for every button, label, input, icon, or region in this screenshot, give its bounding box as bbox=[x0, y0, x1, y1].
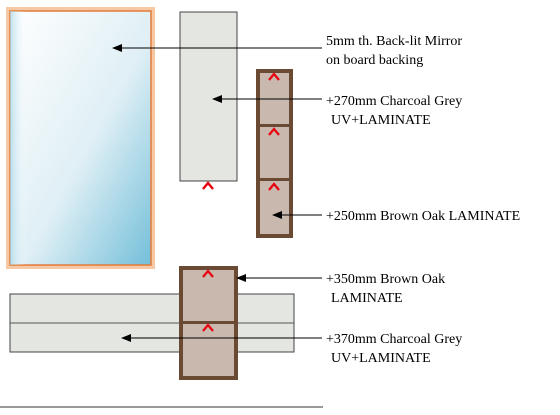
mirror-label-line1: 5mm th. Back-lit Mirror bbox=[326, 34, 462, 49]
charcoal-270-label-line2: UV+LAMINATE bbox=[331, 113, 431, 128]
unit-marker-icon bbox=[268, 72, 280, 81]
brown-oak-unit bbox=[183, 270, 234, 321]
brown-250-label: +250mm Brown Oak LAMINATE bbox=[326, 209, 520, 224]
charcoal-370-label-line1: +370mm Charcoal Grey bbox=[326, 332, 462, 347]
brown-oak-stack-350 bbox=[179, 266, 238, 380]
mirror-shade bbox=[10, 11, 151, 265]
leader-line-charcoal-270 bbox=[212, 95, 322, 103]
brown-oak-unit bbox=[183, 324, 234, 376]
brown-oak-unit bbox=[260, 127, 289, 178]
leader-line-brown-250 bbox=[272, 211, 322, 219]
charcoal-panel-270 bbox=[179, 11, 238, 182]
unit-marker-icon bbox=[268, 127, 280, 136]
mirror-label-line2: on board backing bbox=[326, 53, 423, 68]
brown-350-label-line1: +350mm Brown Oak bbox=[326, 272, 445, 287]
leader-line-charcoal-370 bbox=[121, 334, 322, 342]
cabinet-marker-icon bbox=[202, 181, 214, 190]
unit-marker-icon bbox=[202, 323, 214, 332]
charcoal-270-label-line1: +270mm Charcoal Grey bbox=[326, 94, 462, 109]
unit-marker-icon bbox=[268, 182, 280, 191]
backlit-mirror bbox=[6, 7, 155, 269]
charcoal-370-label-line2: UV+LAMINATE bbox=[331, 351, 431, 366]
brown-350-label-line2: LAMINATE bbox=[331, 291, 403, 306]
brown-oak-unit bbox=[260, 181, 289, 234]
leader-line-brown-350 bbox=[236, 274, 322, 282]
brown-oak-stack-250 bbox=[256, 69, 293, 238]
leader-line-mirror bbox=[112, 44, 322, 52]
unit-marker-icon bbox=[202, 269, 214, 278]
